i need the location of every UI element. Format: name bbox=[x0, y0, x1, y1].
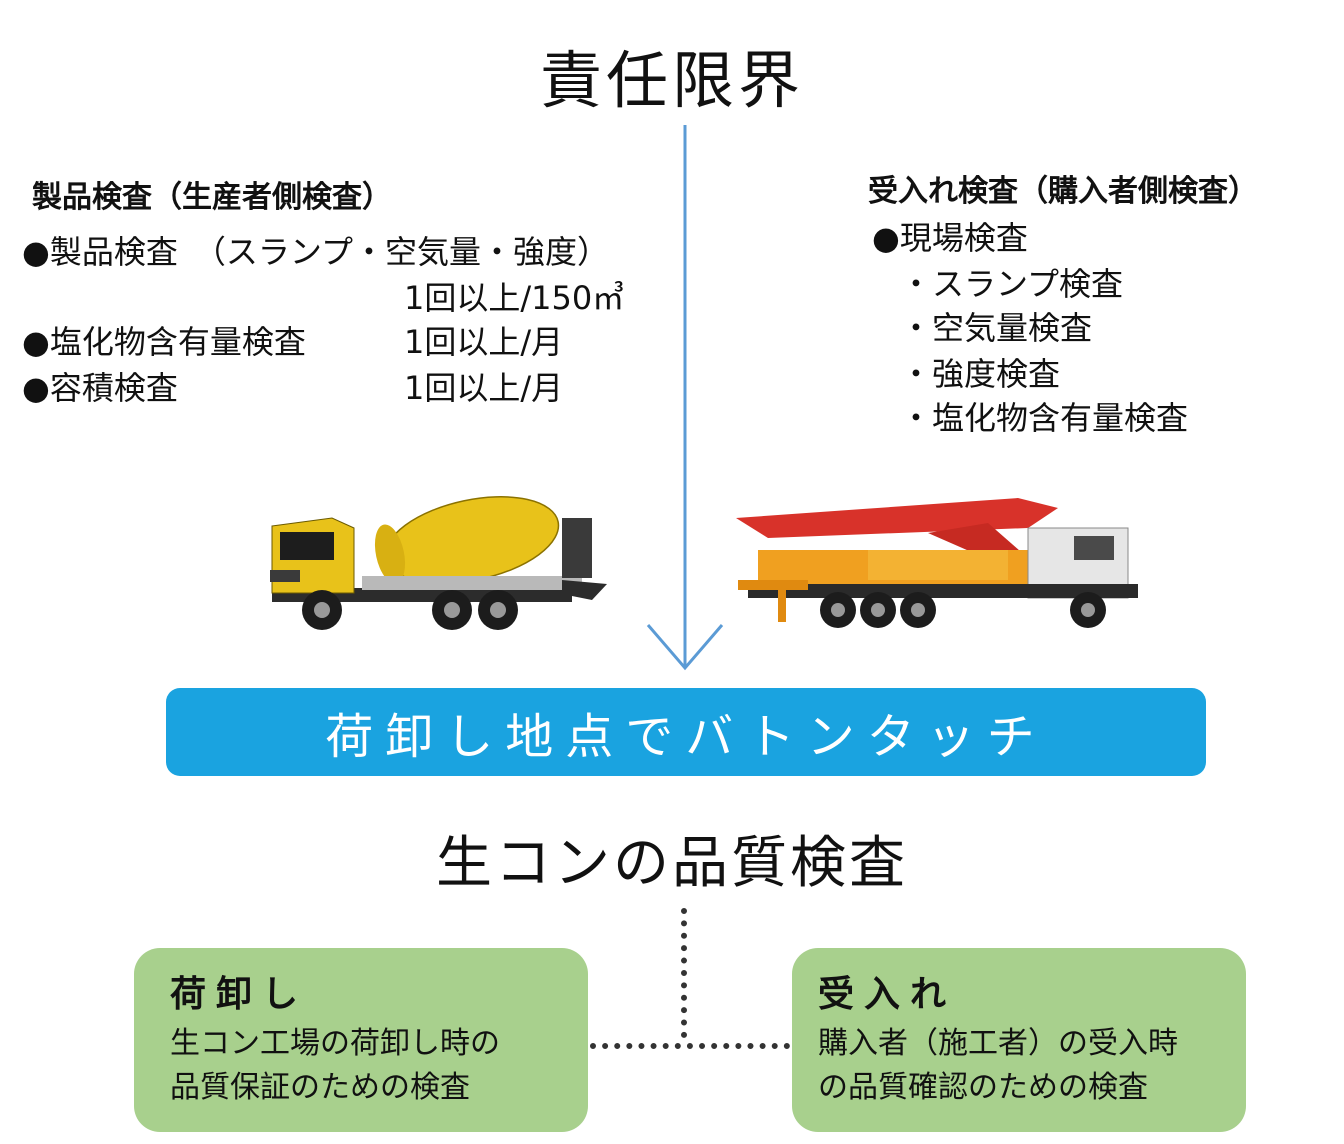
volume-inspection-item: ●容積検査 bbox=[22, 366, 178, 410]
card-line: 生コン工場の荷卸し時の bbox=[170, 1026, 500, 1061]
card-title: 荷卸し bbox=[170, 974, 309, 1015]
bullet: ● bbox=[22, 369, 50, 407]
acceptance-inspection-heading: 受入れ検査（購入者側検査） bbox=[868, 174, 1258, 209]
card-line: 品質保証のための検査 bbox=[170, 1070, 470, 1105]
handover-arrow bbox=[646, 125, 724, 671]
producer-inspection-heading: 製品検査（生産者側検査） bbox=[32, 180, 392, 215]
chloride-inspection-frequency: 1回以上/月 bbox=[404, 323, 564, 361]
connector-horizontal bbox=[590, 1043, 790, 1049]
card-line: の品質確認のための検査 bbox=[818, 1070, 1148, 1105]
handover-banner: 荷卸し地点でバトンタッチ bbox=[166, 688, 1206, 776]
volume-inspection-frequency: 1回以上/月 bbox=[404, 369, 564, 407]
slump-inspection-item: ・スランプ検査 bbox=[900, 265, 1124, 303]
card-title: 受入れ bbox=[818, 974, 957, 1015]
bullet: ● bbox=[22, 233, 50, 271]
product-inspection-frequency: 1回以上/150㎥ bbox=[404, 279, 625, 317]
connector-vertical bbox=[681, 908, 687, 1038]
site-inspection-item: ●現場検査 bbox=[872, 219, 1028, 257]
product-inspection-item: ●製品検査 （スランプ・空気量・強度） bbox=[22, 230, 609, 274]
mixer-truck-image bbox=[270, 496, 607, 630]
quality-inspection-title: 生コンの品質検査 bbox=[436, 831, 908, 896]
bullet: ● bbox=[22, 323, 50, 361]
item-label: 製品検査 （スランプ・空気量・強度） bbox=[49, 233, 609, 271]
chloride-inspection-item: ●塩化物含有量検査 bbox=[22, 320, 306, 364]
item-label: 容積検査 bbox=[49, 369, 178, 407]
unloading-card: 荷卸し 生コン工場の荷卸し時の 品質保証のための検査 bbox=[134, 948, 588, 1132]
pump-truck-image bbox=[736, 498, 1138, 628]
air-content-inspection-item: ・空気量検査 bbox=[900, 309, 1093, 347]
card-line: 購入者（施工者）の受入時 bbox=[818, 1026, 1178, 1061]
acceptance-card: 受入れ 購入者（施工者）の受入時 の品質確認のための検査 bbox=[792, 948, 1246, 1132]
item-label: 塩化物含有量検査 bbox=[49, 323, 306, 361]
strength-inspection-item: ・強度検査 bbox=[900, 355, 1061, 393]
page-title: 責任限界 bbox=[539, 44, 804, 117]
chloride-site-inspection-item: ・塩化物含有量検査 bbox=[900, 399, 1189, 437]
